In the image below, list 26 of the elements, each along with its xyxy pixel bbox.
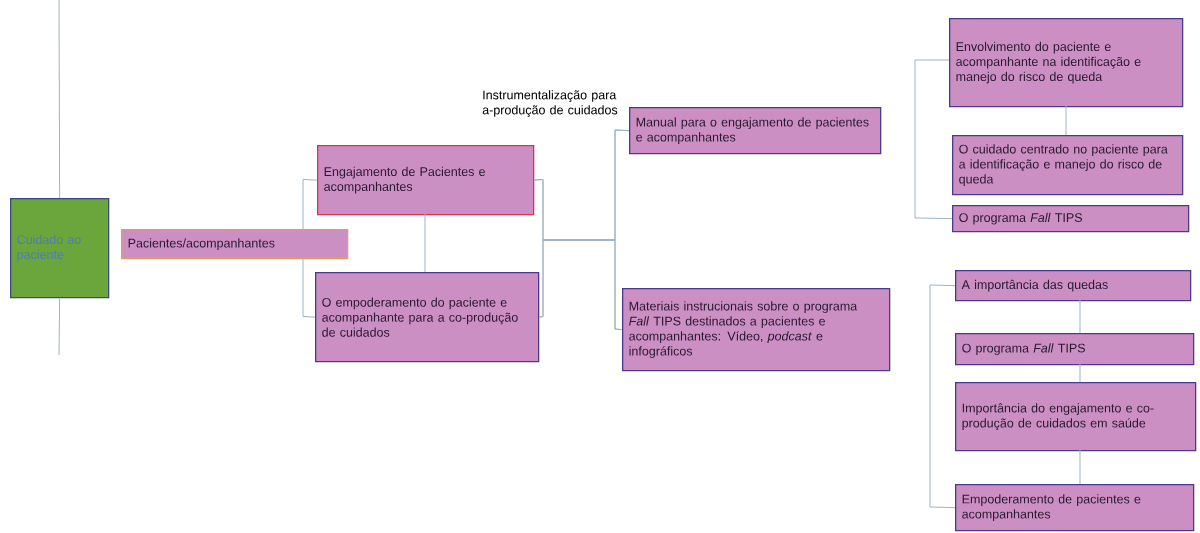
connector-line <box>538 239 623 331</box>
connector-line <box>1079 363 1081 383</box>
connector-line <box>302 257 316 318</box>
connector-line <box>1079 449 1081 485</box>
topic-box: Pacientes/acompanhantes <box>121 229 349 260</box>
topic-box: O programa Fall TIPS <box>952 205 1190 233</box>
topic-box: Engajamento de Pacientes e acompanhantes <box>317 145 535 216</box>
connector-line <box>424 213 426 273</box>
connector-line <box>302 179 318 230</box>
topic-box: Materiais instrucionais sobre o programa Fall TIPS destinados a pacientes e acompanhantes: Vídeo, podcast e infográficos <box>622 288 891 372</box>
topic-box: O empoderamento do paciente e acompanhante para a co-produção de cuidados <box>315 272 540 363</box>
topic-box: O programa Fall TIPS <box>955 333 1195 366</box>
topic-box: Empoderamento de pacientes e acompanhantes <box>955 484 1195 532</box>
topic-box: O cuidado centrado no paciente para a identificação e manejo do risco de queda <box>952 135 1184 196</box>
topic-box: Importância do engajamento e co-produção de cuidados em saúde <box>955 382 1197 452</box>
connector-line <box>1065 105 1067 136</box>
connector-line <box>929 284 956 509</box>
topic-box: A importância das quedas <box>955 270 1192 302</box>
annotation-text: Instrumentalização para a-produção de cuidados <box>482 90 618 117</box>
connector-line <box>914 59 953 220</box>
topic-box: Envolvimento do paciente e acompanhante na identificação e manejo do risco de queda <box>949 18 1184 108</box>
connector-line <box>58 297 61 356</box>
connector-line <box>58 0 61 199</box>
root-box: Cuidado ao paciente <box>10 198 110 299</box>
topic-box: Manual para o engajamento de pacientes e acompanhantes <box>629 107 882 155</box>
connector-line <box>1079 299 1081 334</box>
